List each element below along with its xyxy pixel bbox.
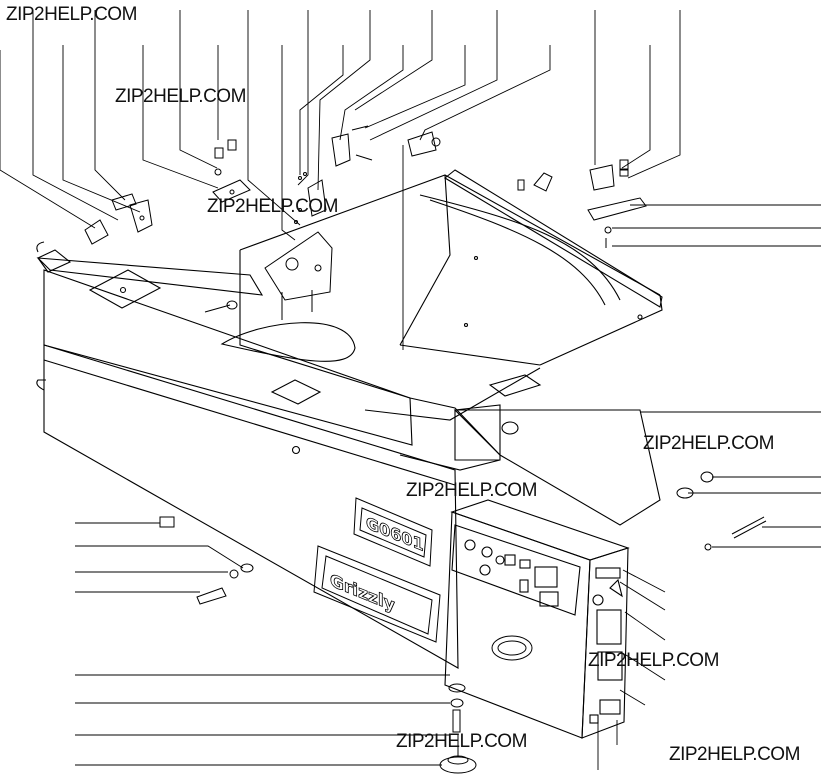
control-box xyxy=(444,499,630,739)
watermark-text: ZIP2HELP.COM xyxy=(396,731,527,752)
right-leader-lines xyxy=(597,204,821,770)
watermark-text: ZIP2HELP.COM xyxy=(643,433,774,454)
hardware-small-parts xyxy=(84,125,647,248)
stand-cabinet xyxy=(36,169,663,669)
watermark-text: ZIP2HELP.COM xyxy=(115,86,246,107)
left-leader-lines xyxy=(75,522,450,766)
leveling-foot-parts xyxy=(439,683,477,774)
top-leader-lines xyxy=(0,10,681,350)
brand-logo-text: Grizzly xyxy=(330,571,395,617)
model-nameplate-text: G0601 xyxy=(366,513,424,555)
watermark-text: ZIP2HELP.COM xyxy=(6,4,137,25)
fasteners xyxy=(159,471,767,605)
hinge-bracket-assembly xyxy=(204,231,333,320)
watermark-text: ZIP2HELP.COM xyxy=(588,650,719,671)
watermark-text: ZIP2HELP.COM xyxy=(207,196,338,217)
model-nameplate: G0601 xyxy=(353,497,433,567)
watermark-text: ZIP2HELP.COM xyxy=(406,480,537,501)
watermark-text: ZIP2HELP.COM xyxy=(669,744,800,765)
